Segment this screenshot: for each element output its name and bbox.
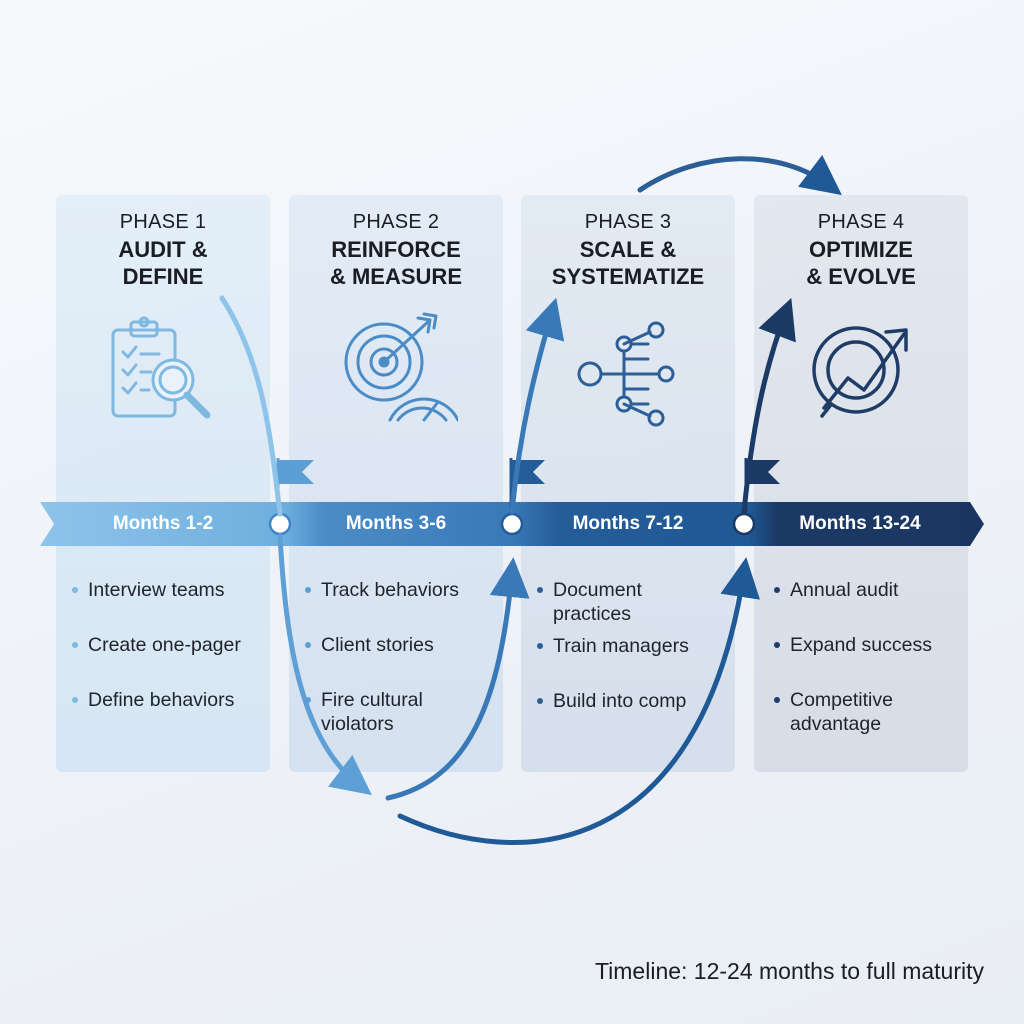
list-item: Client stories — [303, 633, 483, 657]
bullet-dot — [774, 642, 780, 648]
bullet-dot — [72, 587, 78, 593]
phase-3-bullets: Document practices Train managers Build … — [535, 578, 689, 744]
phase-1-title-line-1: AUDIT & — [118, 237, 208, 262]
flow-arrow-7 — [637, 154, 842, 196]
list-item: Annual audit — [772, 578, 952, 602]
phase-2-title-line-1: REINFORCE — [331, 237, 461, 262]
phase-2-card — [289, 195, 503, 772]
list-item: Document practices — [535, 578, 673, 626]
phase-4-label: PHASE 4 — [817, 211, 905, 233]
phase-4-title-line-2: & EVOLVE — [806, 264, 916, 289]
timeline-period-3: Months 7-12 — [572, 513, 684, 534]
phase-2-title-line-2: & MEASURE — [329, 264, 462, 289]
phase-2-label: PHASE 2 — [352, 211, 440, 233]
phase-1-header: PHASE 1 AUDIT & DEFINE — [56, 210, 270, 290]
bullet-dot — [305, 587, 311, 593]
phase-1-title-line-2: DEFINE — [122, 264, 204, 289]
list-item: Interview teams — [70, 578, 260, 602]
phase-1-title: AUDIT & DEFINE — [56, 236, 270, 290]
phase-1-bullets: Interview teams Create one-pager Define … — [70, 578, 260, 743]
list-item: Fire cultural violators — [303, 688, 451, 736]
flow-arrow-6 — [741, 297, 796, 515]
list-item: Create one-pager — [70, 633, 260, 657]
phase-3-card — [521, 195, 735, 772]
phase-3-title: SCALE & SYSTEMATIZE — [521, 236, 735, 290]
phase-2-header: PHASE 2 REINFORCE & MEASURE — [289, 210, 503, 290]
phase-4-title: OPTIMIZE & EVOLVE — [754, 236, 968, 290]
phase-2-bullets: Track behaviors Client stories Fire cult… — [303, 578, 483, 767]
phase-4-title-line-1: OPTIMIZE — [809, 237, 913, 262]
phase-2-title: REINFORCE & MEASURE — [289, 236, 503, 290]
timeline-period-1: Months 1-2 — [112, 513, 214, 534]
timeline-footer-note: Timeline: 12-24 months to full maturity — [594, 958, 984, 984]
bullet-dot — [774, 697, 780, 703]
phase-4-bullets: Annual audit Expand success Competitive … — [772, 578, 952, 767]
bullet-dot — [774, 587, 780, 593]
phase-3-title-line-1: SCALE & — [579, 237, 677, 262]
phase-3-title-line-2: SYSTEMATIZE — [551, 264, 705, 289]
bullet-dot — [72, 642, 78, 648]
bullet-dot — [537, 643, 543, 649]
bullet-dot — [537, 698, 543, 704]
list-item: Build into comp — [535, 689, 723, 713]
target-growth-arrow-icon — [812, 326, 908, 418]
phase-1-label: PHASE 1 — [119, 211, 207, 233]
bullet-dot — [72, 697, 78, 703]
target-gauge-icon — [344, 312, 458, 422]
phase-4-card — [754, 195, 968, 772]
bullet-dot — [305, 697, 311, 703]
list-item: Define behaviors — [70, 688, 260, 712]
list-item: Train managers — [535, 634, 723, 658]
timeline-period-2: Months 3-6 — [345, 513, 447, 534]
bullet-dot — [305, 642, 311, 648]
flow-arrow-1 — [219, 295, 283, 517]
list-item: Expand success — [772, 633, 952, 657]
bullet-dot — [537, 587, 543, 593]
phase-4-header: PHASE 4 OPTIMIZE & EVOLVE — [754, 210, 968, 290]
flow-arrow-3 — [385, 557, 530, 801]
list-item: Track behaviors — [303, 578, 483, 602]
flow-arrow-5 — [397, 557, 760, 845]
flow-arrow-4 — [509, 297, 565, 515]
clipboard-magnifier-icon — [111, 316, 211, 419]
list-item: Competitive advantage — [772, 688, 920, 736]
network-nodes-icon — [577, 321, 675, 427]
phase-3-header: PHASE 3 SCALE & SYSTEMATIZE — [521, 210, 735, 290]
flow-arrow-2 — [277, 533, 372, 796]
phase-1-card — [56, 195, 270, 772]
phase-3-label: PHASE 3 — [584, 211, 672, 233]
timeline-period-4: Months 13-24 — [799, 513, 921, 534]
